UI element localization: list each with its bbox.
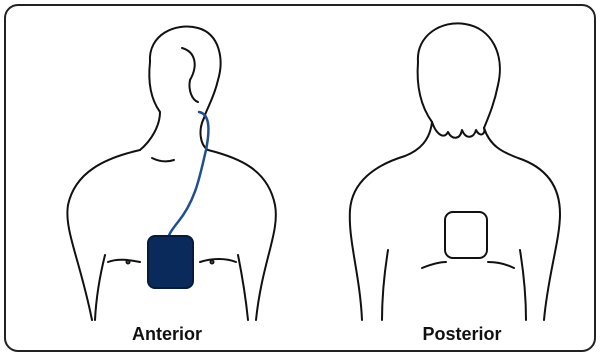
anterior-pad bbox=[148, 236, 193, 288]
posterior-pad bbox=[445, 212, 487, 258]
anterior-label: Anterior bbox=[87, 324, 247, 345]
posterior-torso bbox=[350, 23, 560, 320]
posterior-label: Posterior bbox=[382, 324, 542, 345]
pad-cable bbox=[168, 112, 208, 240]
